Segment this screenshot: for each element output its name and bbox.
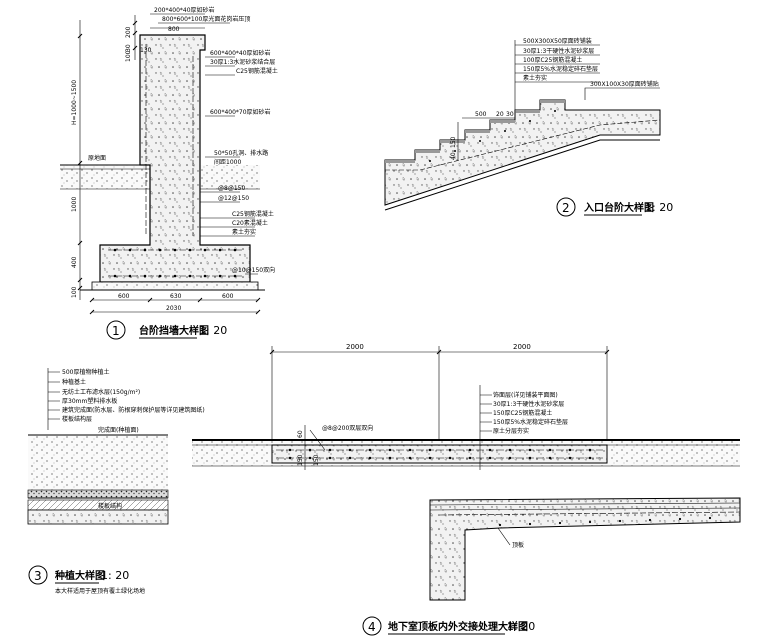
callout-3c: 无纺土工布滤水层(150g/m²) <box>62 388 140 396</box>
callout-3f: 楼板结构层 <box>62 415 92 423</box>
planting-soil <box>28 435 168 490</box>
callout-3e: 建筑完成面(防水层、防根穿刺保护层等详见建筑图纸) <box>62 406 205 414</box>
dim-30b: 30 <box>506 111 514 118</box>
dim-200: 200 <box>125 26 132 38</box>
slab-label-4: 顶板 <box>512 541 524 549</box>
dim-150-b: 150 <box>313 454 320 466</box>
detail-4-title: 地下室顶板内外交接处理大样图 <box>388 620 528 633</box>
callout-1k: C25钢筋混凝土 <box>232 210 274 218</box>
detail-4-badge <box>362 616 382 636</box>
dim-right-2000: 2000 <box>513 343 531 351</box>
dim-60: 60 <box>297 430 304 438</box>
ground-fill-left <box>60 165 152 189</box>
slab-structure <box>27 509 169 525</box>
detail-1-title: 台阶挡墙大样图 <box>139 324 209 337</box>
callout-2c: 100厚C25钢筋混凝土 <box>523 56 582 64</box>
dim-b600b: 600 <box>222 293 234 300</box>
dim-100: 100 <box>125 50 132 62</box>
dim-400: 400 <box>71 256 78 268</box>
callout-4a: 饰面层(详见铺装平面图) <box>493 391 558 399</box>
detail-4-scale: 1: 20 <box>507 620 535 633</box>
callout-1e: C25钢筋混凝土 <box>236 67 278 75</box>
cushion-layer <box>91 281 259 291</box>
dim-150: 150 <box>450 136 457 148</box>
detail-3-title: 种植大样图 <box>54 569 105 582</box>
callout-1j: @12@150 <box>218 195 249 202</box>
callout-3b: 种植基土 <box>62 378 86 386</box>
detail-3-planting: 500厚植物种植土 种植基土 无纺土工布滤水层(150g/m²) 厚30mm塑料… <box>27 368 205 595</box>
dim-500: 500 <box>475 111 487 118</box>
callout-1b: 800*600*100厚光面花岗岩压顶 <box>162 15 250 23</box>
detail-2-badge <box>556 197 576 217</box>
detail-1-badge <box>106 320 126 340</box>
detail-2-entrance-steps: 500X300X50厚面砖铺装 30厚1:3干硬性水泥砂浆层 100厚C25钢筋… <box>384 37 673 217</box>
ground-label-1: 原地面 <box>88 154 106 162</box>
dim-800: 800 <box>168 26 180 33</box>
callout-1n: @10@150双向 <box>232 266 275 274</box>
dim-left-2000: 2000 <box>346 343 364 351</box>
detail-4-basement-roof: 2000 2000 @8@200双层双向 60 150 150 <box>192 343 741 636</box>
callout-1a: 200*400*40厚如砂岩 <box>154 6 215 14</box>
dim-100b: 100 <box>71 286 78 298</box>
slab-label-3: 楼板结构 <box>98 502 122 510</box>
detail-3-scale: 1: 20 <box>101 569 129 582</box>
drainage-layer <box>27 489 169 499</box>
callout-2d: 150厚5%水泥稳定碎石垫层 <box>523 65 598 73</box>
callout-1l: C20素混凝土 <box>232 219 268 227</box>
detail-2-title: 入口台阶大样图 <box>584 201 654 214</box>
callout-4c: 150厚C25钢筋混凝土 <box>493 409 552 417</box>
finish-surface-label: 完成面(种植面) <box>98 426 139 434</box>
dim-h: H=1000~1500 <box>71 80 78 125</box>
dim-b600a: 600 <box>118 293 130 300</box>
detail-4-number: 4 <box>368 620 376 634</box>
callout-1g: 50*50孔洞、排水路 <box>214 149 268 157</box>
detail-3-number: 3 <box>34 569 42 583</box>
callout-1m: 素土夯实 <box>232 228 256 236</box>
detail-2-number: 2 <box>562 201 570 215</box>
detail-2-scale: 1: 20 <box>645 201 673 214</box>
callout-4b: 30厚1:3干硬性水泥砂浆层 <box>493 400 564 408</box>
step-top-label: 300X100X30厚面砖铺贴 <box>590 80 659 88</box>
dim-130: 130 <box>140 47 152 54</box>
detail-1-retaining-wall: 200*400*40厚如砂岩 800*600*100厚光面花岗岩压顶 600*4… <box>60 6 278 340</box>
concrete-slab <box>271 444 608 464</box>
dim-150-a: 150 <box>297 454 304 466</box>
dim-total: 2030 <box>166 305 181 312</box>
wall-section <box>99 34 251 283</box>
callout-1f: 600*400*70厚如砂岩 <box>210 108 271 116</box>
detail-3-note: 本大样适用于屋顶有覆土绿化场地 <box>55 587 145 595</box>
callout-1i: @8@150 <box>218 185 245 192</box>
callout-1h: 间距1000 <box>214 158 241 166</box>
detail-1-number: 1 <box>112 324 120 338</box>
callout-2b: 30厚1:3干硬性水泥砂浆层 <box>523 47 594 55</box>
dim-30: 30 <box>125 44 132 52</box>
roof-slab-section <box>429 497 741 601</box>
callout-3a: 500厚植物种植土 <box>62 368 109 376</box>
ground-fill-right <box>200 165 260 189</box>
dim-20: 20 <box>496 111 504 118</box>
callout-2e: 素土夯实 <box>523 74 547 82</box>
callout-2a: 500X300X50厚面砖铺装 <box>523 37 592 45</box>
callout-1c: 600*400*40厚如砂岩 <box>210 49 271 57</box>
detail-3-badge <box>28 565 48 585</box>
callout-3d: 厚30mm塑料排水板 <box>62 397 117 405</box>
callout-4e: 原土分层夯实 <box>493 427 529 435</box>
rebar-label: @8@200双层双向 <box>322 424 373 432</box>
dim-1000: 1000 <box>71 197 78 212</box>
dim-b630: 630 <box>170 293 182 300</box>
detail-1-scale: 1: 20 <box>199 324 227 337</box>
dim-40: 40 <box>450 152 457 160</box>
callout-1d: 30厚1:3水泥砂浆结合层 <box>210 58 275 66</box>
callout-4d: 150厚5%水泥稳定碎石垫层 <box>493 418 568 426</box>
